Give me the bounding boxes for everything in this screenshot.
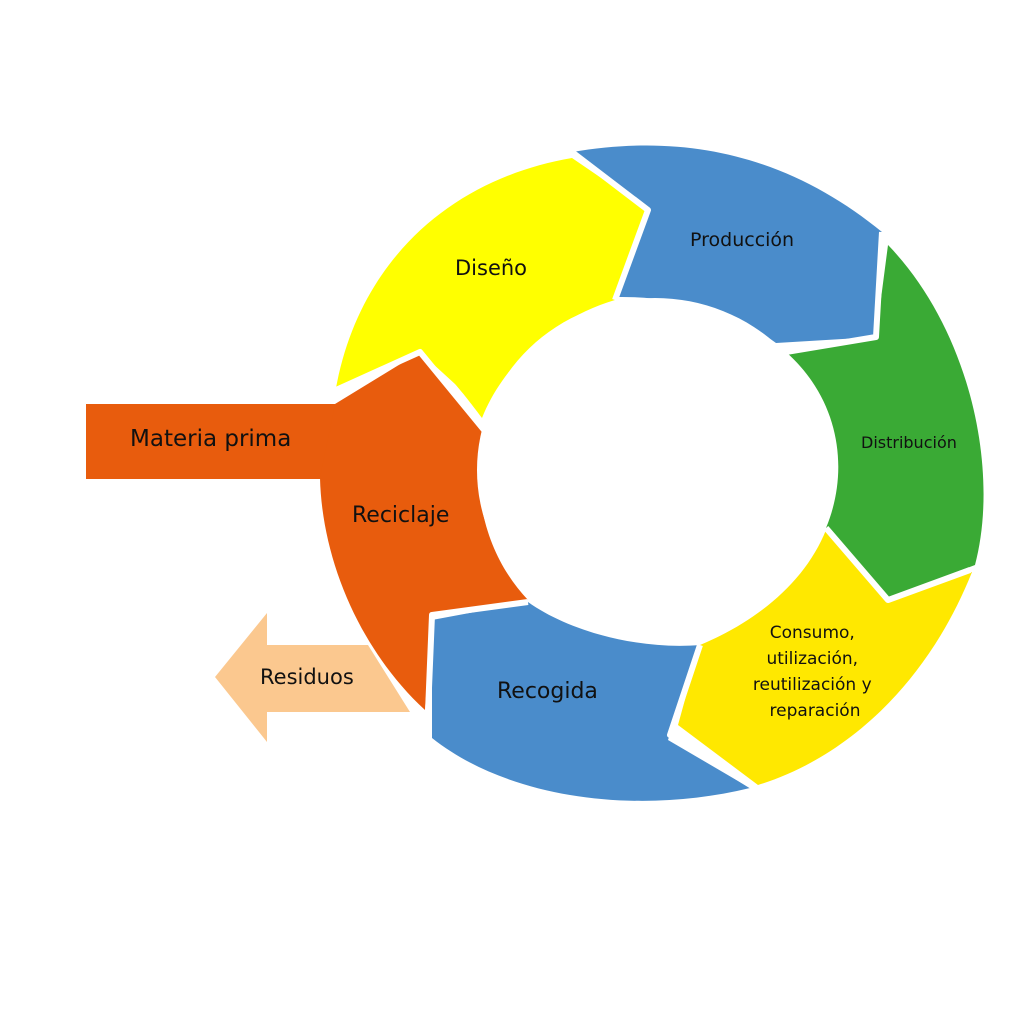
stage-recogida-label: Recogida: [497, 679, 598, 704]
raw-material-arrow: [86, 404, 335, 479]
stage-produccion-label: Producción: [690, 229, 794, 251]
stage-distribucion-label: Distribución: [861, 433, 957, 452]
stage-consumo-line-1: Consumo,: [770, 623, 855, 643]
waste-arrow: [215, 613, 410, 742]
stage-distribucion-segment: [786, 245, 984, 598]
stage-diseno-label: Diseño: [455, 256, 527, 280]
stage-reciclaje-label: Reciclaje: [352, 503, 449, 528]
waste-label: Residuos: [260, 665, 354, 689]
stage-consumo-line-2: utilización,: [766, 649, 858, 669]
stage-consumo-segment: [678, 530, 972, 785]
stage-produccion-segment: [572, 145, 882, 343]
stage-recogida-segment: [432, 602, 750, 801]
stage-consumo-line-3: reutilización y: [753, 675, 872, 695]
raw-material-label: Materia prima: [130, 426, 291, 452]
segment-separators: [334, 149, 972, 791]
stage-consumo-line-4: reparación: [770, 701, 861, 721]
ring-center: [477, 298, 833, 642]
stage-consumo-label: Consumo, utilización, reutilización y re…: [753, 623, 877, 721]
stage-reciclaje-segment: [320, 352, 528, 710]
